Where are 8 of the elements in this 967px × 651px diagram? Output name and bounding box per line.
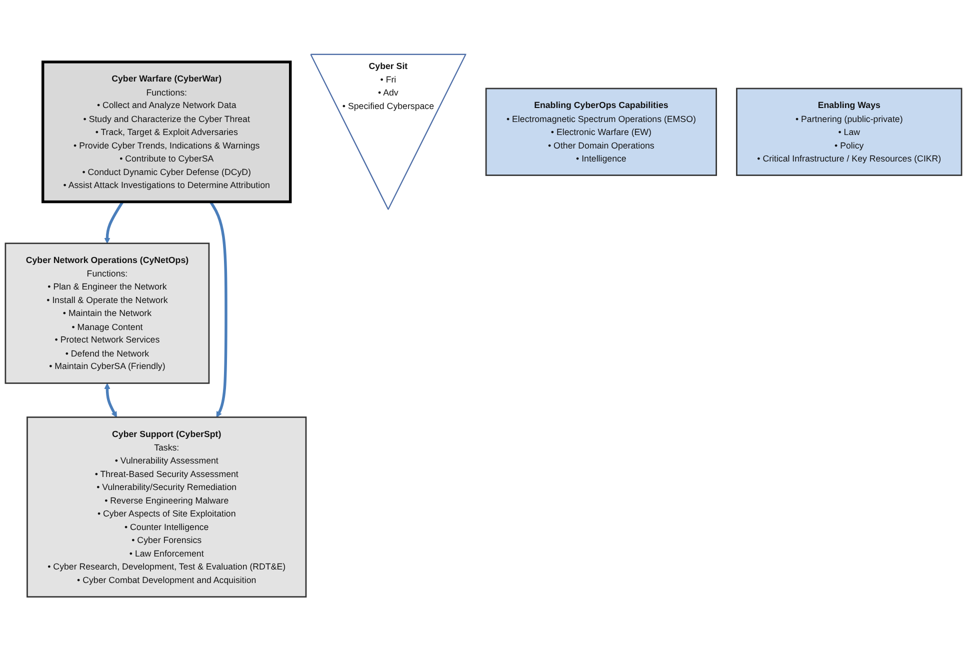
arrow (104, 200, 124, 244)
arrow (104, 383, 117, 418)
node-box: Enabling CyberOps Capabilities • Electromagnetic Spectrum Operations (EMSO) • Electronic Warfare (EW) • Other Domain Operations • Intelligence (485, 88, 717, 176)
node-box: Cyber Network Operations (CyNetOps) Functions: • Plan & Engineer the Network • Install & Operate the Network • Maintain the Network • Manage Content • Protect Network Services • Defend the Network • Maintain CyberSA (Friendly) (4, 242, 210, 384)
node-box: Cyber Support (CyberSpt) Tasks: • Vulnerability Assessment • Threat-Based Security Assessment • Vulnerability/Security Remediation • Reverse Engineering Malware • Cyber Aspects of Site Exploitation • Counter Intelligence • Cyber Forensics • Law Enforcement • Cyber Research, Development, Test & Evaluation (RDT&E) • Cyber Combat Development and Acquisition (26, 416, 307, 598)
node-box: Cyber Warfare (CyberWar) Functions: • Collect and Analyze Network Data • Study and Characterize the Cyber Threat • Track, Target & Exploit Adversaries • Provide Cyber Trends, Indications & Warnings • Contribute to CyberSA • Conduct Dynamic Cyber Defense (DCyD) • Assist Attack Investigations to Determine Attribution (42, 60, 292, 204)
node-box: Enabling Ways • Partnering (public-private) • Law • Policy • Critical Infrastructure / Key Resources (CIKR) (736, 88, 962, 176)
arrow (209, 200, 228, 418)
